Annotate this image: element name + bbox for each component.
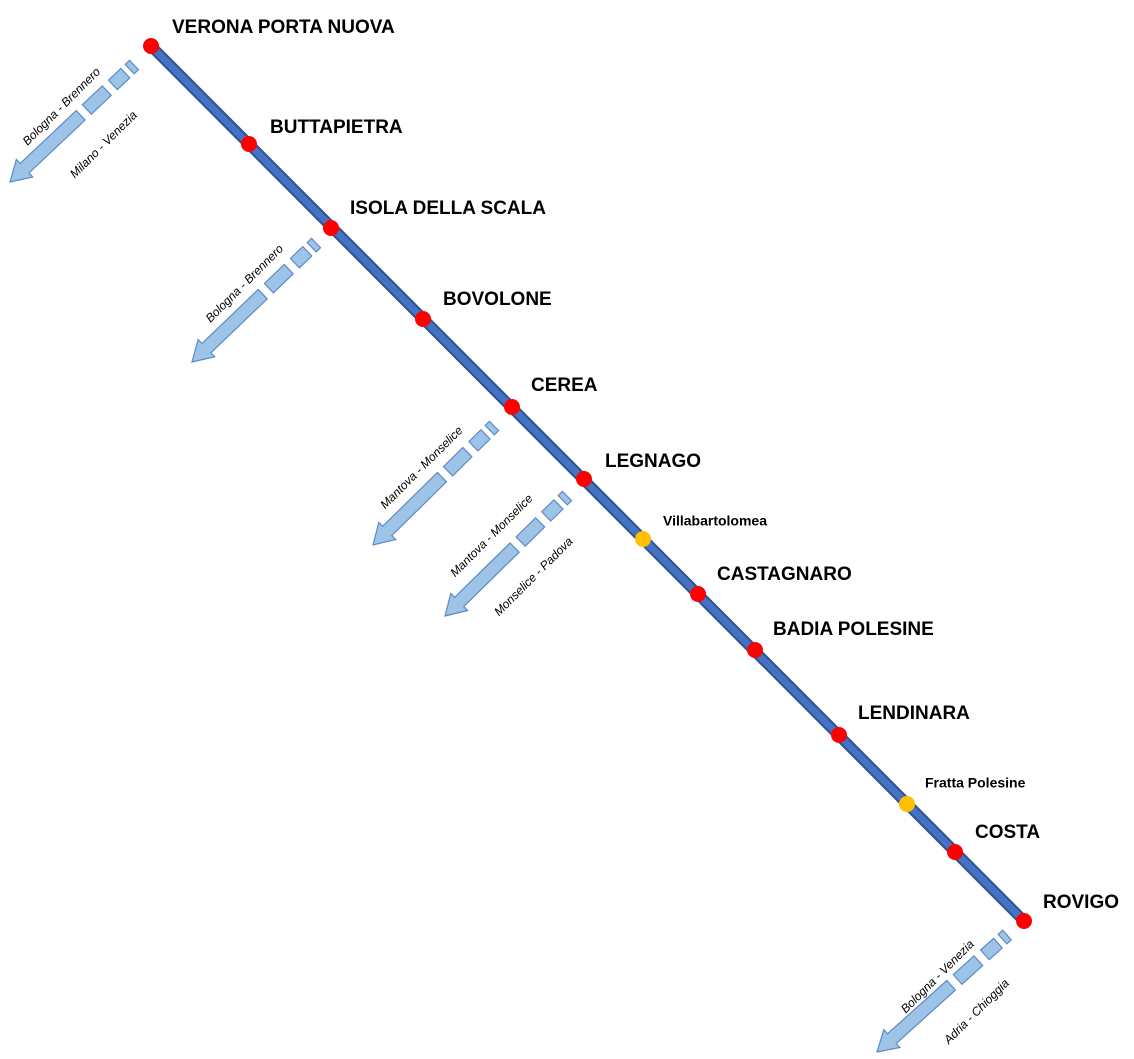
station-label: COSTA (975, 822, 1040, 843)
arrow-dash-segment (442, 446, 473, 477)
arrow-head-segment (9, 109, 86, 183)
minor-station-dot (635, 531, 651, 547)
arrow-dash-segment (540, 498, 564, 522)
station-label: Villabartolomea (663, 513, 767, 529)
stations-layer: VERONA PORTA NUOVA BUTTAPIETRA ISOLA DELLA… (143, 17, 1119, 929)
station-isola-della-scala: ISOLA DELLA SCALA (323, 198, 546, 236)
station-cerea: CEREA (504, 375, 598, 415)
arrow-dash-segment (484, 420, 500, 436)
major-station-dot (1016, 913, 1032, 929)
arrow-dash-segment (979, 937, 1004, 961)
station-rovigo: ROVIGO (1016, 892, 1119, 929)
arrow-head-segment (444, 542, 520, 617)
arrow-dash-segment (997, 929, 1013, 945)
major-station-dot (143, 38, 159, 54)
station-villabartolomea: Villabartolomea (635, 513, 767, 547)
station-label: LEGNAGO (605, 451, 701, 472)
station-label: VERONA PORTA NUOVA (172, 17, 395, 38)
station-lendinara: LENDINARA (831, 703, 970, 743)
station-costa: COSTA (947, 822, 1040, 860)
arrow-head-segment (876, 979, 957, 1053)
connection-label: Monselice - Padova (491, 534, 576, 619)
connection-cerea: Mantova - Monselice (372, 420, 500, 546)
arrow-down-left-icon (444, 490, 573, 617)
arrow-down-left-icon (191, 237, 322, 363)
arrow-down-left-icon (9, 59, 140, 183)
station-legnago: LEGNAGO (576, 451, 701, 487)
station-label: Fratta Polesine (925, 775, 1026, 791)
arrow-dash-segment (306, 237, 322, 253)
station-label: CASTAGNARO (717, 564, 852, 585)
station-bovolone: BOVOLONE (415, 289, 552, 327)
major-station-dot (415, 311, 431, 327)
station-castagnaro: CASTAGNARO (690, 564, 852, 602)
arrow-dash-segment (557, 490, 573, 506)
arrow-dash-segment (263, 263, 295, 294)
major-station-dot (241, 136, 257, 152)
arrow-head-segment (191, 288, 269, 363)
major-station-dot (690, 586, 706, 602)
major-station-dot (947, 844, 963, 860)
station-label: BOVOLONE (443, 289, 552, 310)
station-label: BADIA POLESINE (773, 619, 934, 640)
station-fratta-polesine: Fratta Polesine (899, 775, 1026, 812)
station-label: ROVIGO (1043, 892, 1119, 913)
arrow-head-segment (372, 471, 448, 546)
connection-isola-della-scala: Bologna - Brennero (191, 237, 322, 363)
arrow-dash-segment (81, 85, 113, 116)
arrow-dash-segment (289, 245, 313, 269)
arrow-down-left-icon (372, 420, 500, 546)
station-buttapietra: BUTTAPIETRA (241, 117, 403, 152)
station-label: LENDINARA (858, 703, 970, 724)
arrow-dash-segment (515, 516, 546, 548)
major-station-dot (504, 399, 520, 415)
major-station-dot (747, 642, 763, 658)
station-verona-porta-nuova: VERONA PORTA NUOVA (143, 17, 395, 54)
arrow-dash-segment (468, 428, 491, 452)
arrow-dash-segment (107, 67, 131, 91)
arrow-down-left-icon (876, 929, 1013, 1053)
arrow-dash-segment (124, 59, 140, 75)
arrow-dash-segment (952, 955, 984, 986)
major-station-dot (576, 471, 592, 487)
minor-station-dot (899, 796, 915, 812)
major-station-dot (831, 727, 847, 743)
station-label: BUTTAPIETRA (270, 117, 403, 138)
station-label: ISOLA DELLA SCALA (350, 198, 546, 219)
station-label: CEREA (531, 375, 598, 396)
major-station-dot (323, 220, 339, 236)
station-badia-polesine: BADIA POLESINE (747, 619, 934, 658)
